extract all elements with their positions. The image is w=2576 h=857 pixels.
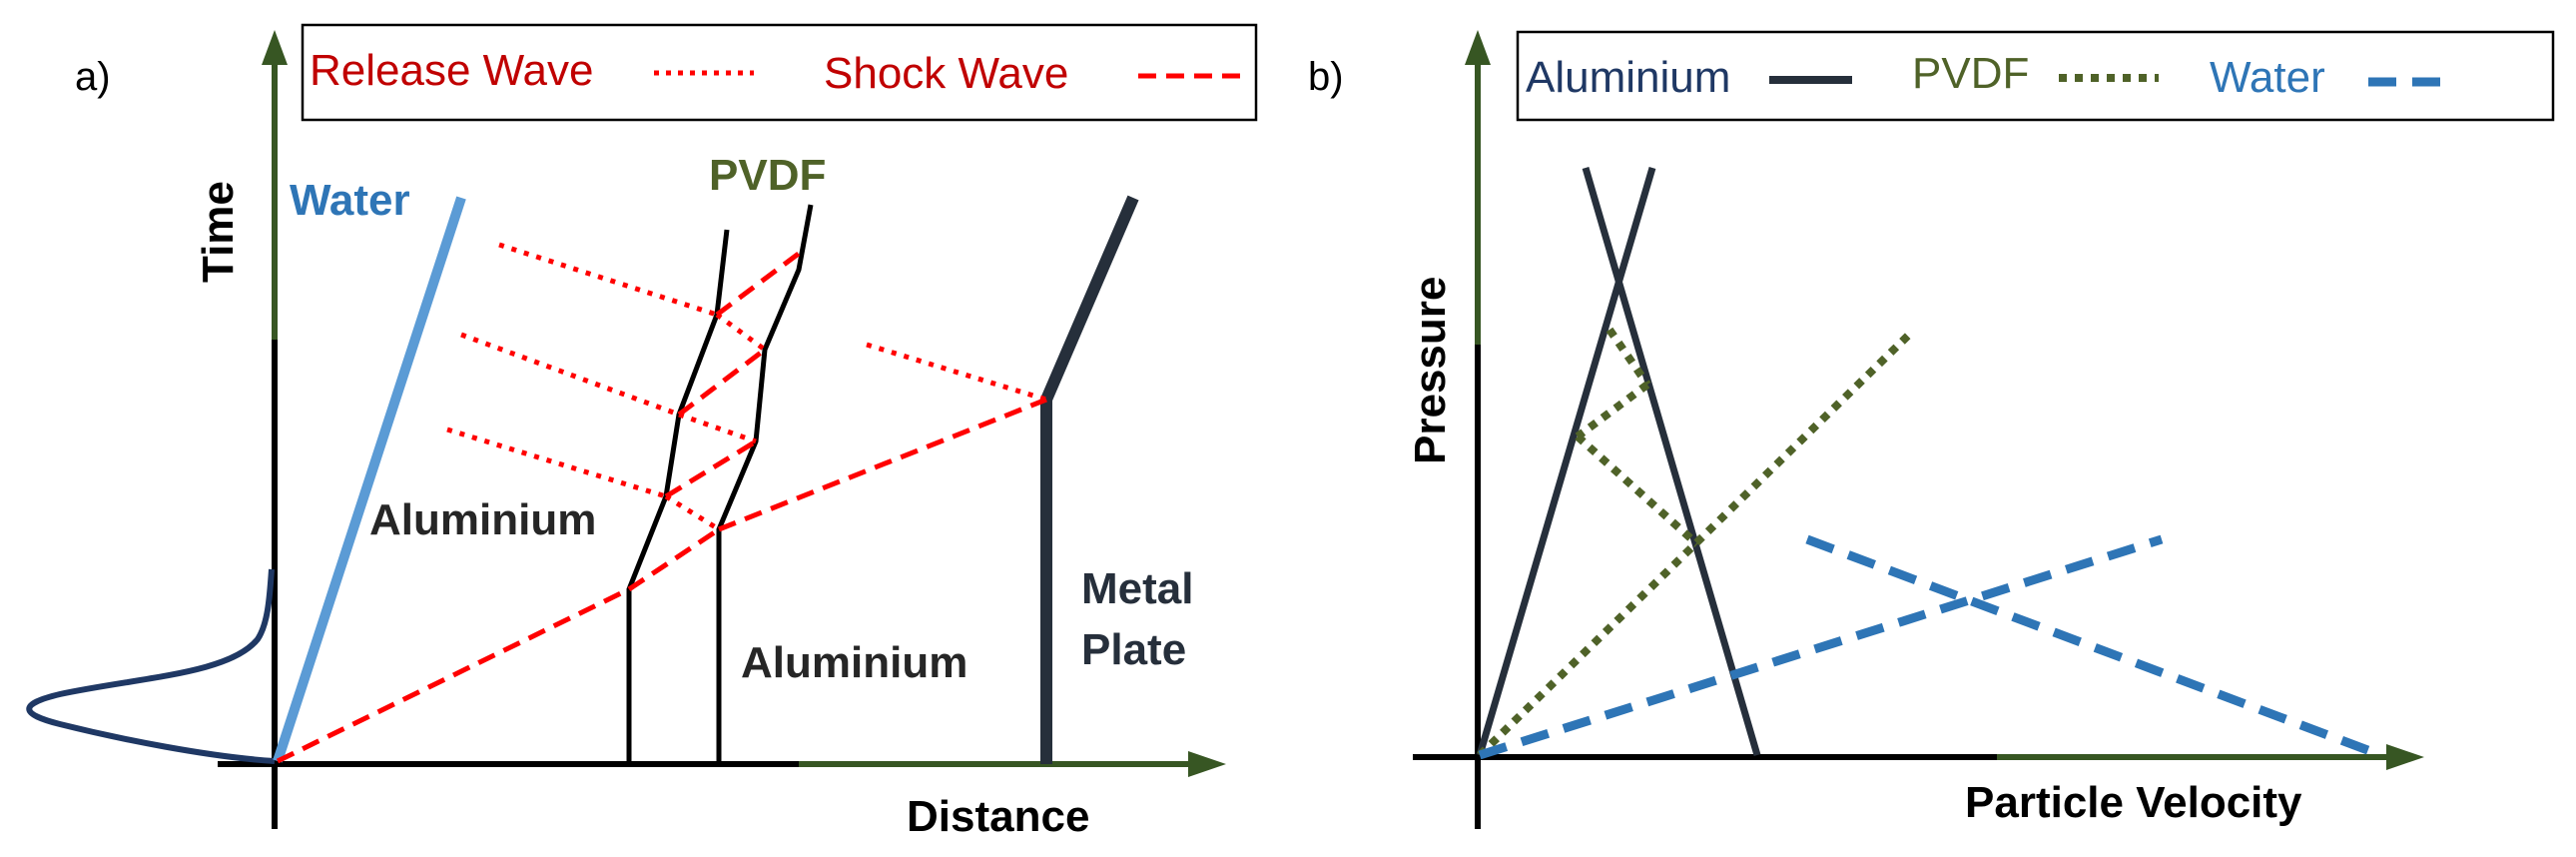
water-hugoniot-forward — [1478, 534, 2164, 760]
shock-wave-main — [276, 586, 631, 764]
pvdf-label: PVDF — [709, 151, 826, 200]
panel-a-legend-box — [301, 23, 1258, 122]
release-wave-pvdf-c — [664, 493, 721, 532]
legend-water-label: Water — [2210, 53, 2325, 102]
panel-a-x-arrowhead — [1188, 751, 1226, 777]
aluminium-left-label: Aluminium — [369, 495, 596, 544]
water-hugoniots — [1478, 534, 2380, 760]
pvdf-hugoniot-main — [1477, 332, 1912, 758]
pvdf-left-interface — [626, 229, 730, 764]
panel-a-axes: Time Distance — [194, 30, 1226, 841]
metal-label-line2: Plate — [1081, 625, 1186, 674]
release-wave-2 — [460, 332, 680, 418]
water-label: Water — [290, 176, 410, 225]
panel-b-y-label: Pressure — [1406, 277, 1455, 464]
water-line — [273, 196, 466, 763]
panel-b-legend-box — [1516, 30, 2555, 122]
release-wave-1 — [498, 242, 718, 318]
shock-waves — [276, 247, 1047, 764]
shock-wave-pvdf-3 — [677, 348, 767, 417]
release-wave-metal — [866, 342, 1047, 403]
pvdf-hugoniots — [1477, 327, 1912, 758]
panel-a-legend: Release Wave Shock Wave — [301, 23, 1258, 122]
aluminium-hugoniot-reflected — [1582, 167, 1761, 756]
aluminium-right-label: Aluminium — [741, 638, 967, 687]
shock-wave-pvdf-4 — [715, 247, 806, 318]
legend-release-label: Release Wave — [310, 46, 594, 95]
panel-b-x-label: Particle Velocity — [1965, 778, 2302, 827]
panel-a-y-arrowhead — [262, 30, 288, 65]
water-hugoniot-reflected — [1805, 534, 2380, 759]
panel-b-axes: Pressure Particle Velocity — [1406, 30, 2424, 829]
release-wave-pvdf-b — [678, 412, 757, 444]
shock-wave-to-metal — [718, 397, 1047, 532]
metal-plate-line — [1040, 195, 1139, 764]
panel-a-x-label: Distance — [907, 792, 1089, 841]
pvdf-reverberation-c — [1575, 433, 1700, 547]
aluminium-hugoniot-forward — [1476, 167, 1656, 756]
pvdf-right-interface — [716, 204, 814, 764]
legend-shock-label: Shock Wave — [824, 49, 1068, 98]
panel-a-y-label: Time — [194, 181, 243, 283]
metal-label-line1: Metal — [1081, 564, 1193, 613]
panel-b-legend: Aluminium PVDF Water — [1516, 30, 2555, 122]
panel-b: b) Aluminium PVDF Water Pressure Particl… — [1308, 30, 2555, 829]
panel-b-tag: b) — [1308, 55, 1344, 99]
panel-b-x-arrowhead — [2386, 744, 2424, 770]
shock-wave-pvdf-1 — [627, 526, 721, 592]
release-waves — [446, 242, 1047, 532]
pvdf-reverberation-a — [1606, 327, 1651, 388]
release-wave-pvdf-a — [715, 312, 767, 353]
pressure-pulse — [26, 568, 276, 764]
legend-aluminium-label: Aluminium — [1526, 53, 1730, 102]
legend-pvdf-label: PVDF — [1912, 49, 2029, 98]
release-wave-3 — [446, 427, 667, 499]
panel-b-y-arrowhead — [1465, 30, 1491, 65]
shock-wave-pvdf-2 — [664, 438, 758, 499]
panel-a-tag: a) — [75, 55, 111, 99]
panel-a: a) Release Wave Shock Wave Time Distance… — [26, 23, 1258, 841]
